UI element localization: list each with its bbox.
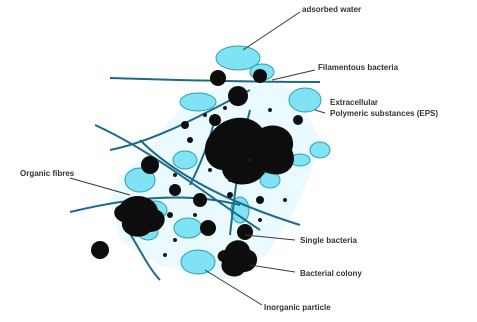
inorganic-particles — [163, 106, 287, 257]
label-eps-line1: Extracellular — [330, 98, 378, 107]
label-eps-line2: Polymeric substances (EPS) — [330, 109, 438, 118]
label-filamentous-bacteria: Filamentous bacteria — [318, 63, 399, 72]
label-organic-fibres: Organic fibres — [20, 169, 75, 178]
single-bacteria — [91, 69, 303, 259]
bacterial-colonies — [114, 117, 294, 277]
label-inorganic-particle: Inorganic particle — [264, 303, 331, 312]
leader-lines — [69, 11, 326, 306]
label-adsorbed-water: adsorbed water — [302, 5, 361, 14]
label-bacterial-colony: Bacterial colony — [300, 269, 362, 278]
label-single-bacteria: Single bacteria — [300, 236, 357, 245]
